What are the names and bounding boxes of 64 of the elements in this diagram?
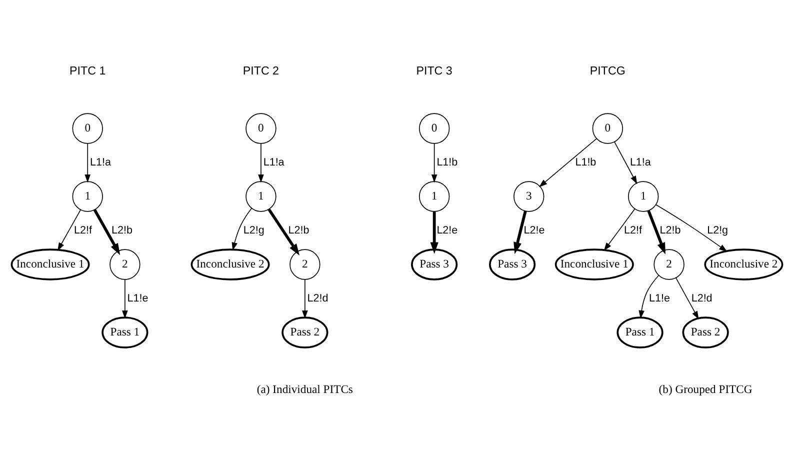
edge-label: L2!d xyxy=(307,292,328,304)
node-ellipse: Inconclusive 1 xyxy=(554,248,634,280)
arrow xyxy=(604,208,636,251)
arrow xyxy=(614,142,638,184)
label: PITC 2 xyxy=(242,64,280,78)
edge-label: L2!g xyxy=(707,224,728,236)
node-circle: 0 xyxy=(72,113,103,144)
node-circle: 0 xyxy=(592,113,624,144)
edge-label: L2!d xyxy=(691,292,712,304)
node-circle: 1 xyxy=(418,181,450,212)
edge-label: L1!e xyxy=(127,292,148,304)
edge-label: L2!g xyxy=(243,224,264,236)
arrow xyxy=(93,209,120,256)
edge-label: L1!a xyxy=(90,156,111,168)
label: PITCG xyxy=(590,64,626,78)
edge-label: L1!b xyxy=(436,156,458,168)
node-circle: 2 xyxy=(290,249,320,280)
arrow xyxy=(676,277,699,320)
label: (b) Grouped PITCG xyxy=(658,382,752,396)
node-ellipse: Inconclusive 2 xyxy=(704,248,784,280)
edge-label: L1!a xyxy=(263,156,284,168)
label: (a) Individual PITCs xyxy=(256,382,353,396)
edge-label: L1!a xyxy=(630,156,651,168)
edge-label: L2!e xyxy=(436,224,458,236)
node-ellipse: Pass 2 xyxy=(282,316,328,348)
arrow xyxy=(514,210,527,254)
node-ellipse: Pass 3 xyxy=(488,248,536,280)
arrow xyxy=(302,279,308,319)
edge-label: L1!e xyxy=(649,292,670,304)
arrow xyxy=(84,143,91,183)
arrow xyxy=(258,143,264,183)
node-ellipse: Pass 1 xyxy=(616,316,664,348)
edge-label: L2!f xyxy=(624,224,642,236)
node-circle: 0 xyxy=(246,113,276,144)
node-ellipse: Pass 1 xyxy=(102,316,148,348)
node-circle: 3 xyxy=(514,181,544,212)
edge-label: L2!b xyxy=(288,224,310,236)
node-circle: 2 xyxy=(654,249,684,280)
edge-label: L1!b xyxy=(575,156,596,168)
arrow xyxy=(268,208,300,256)
arrow xyxy=(431,143,438,183)
arrow xyxy=(638,274,660,319)
node-circle: 1 xyxy=(72,181,103,212)
edge-label: L2!f xyxy=(74,224,92,236)
node-ellipse: Inconclusive 1 xyxy=(10,248,90,280)
edge-label: L2!b xyxy=(112,224,133,236)
arrow xyxy=(430,212,438,254)
arrow xyxy=(57,209,82,251)
arrow xyxy=(538,138,597,188)
arrow xyxy=(122,279,128,319)
node-ellipse: Pass 2 xyxy=(682,316,729,348)
node-circle: 1 xyxy=(246,181,276,212)
arrow xyxy=(647,210,666,254)
node-circle: 2 xyxy=(110,249,140,280)
edge-label: L2!e xyxy=(524,224,545,236)
arrow xyxy=(656,204,728,252)
label: PITC 3 xyxy=(416,64,452,78)
arrow xyxy=(232,208,252,251)
node-ellipse: Inconclusive 2 xyxy=(190,248,270,280)
node-ellipse: Pass 3 xyxy=(411,248,458,280)
edge-label: L2!b xyxy=(660,224,681,236)
node-circle: 0 xyxy=(418,113,450,144)
node-circle: 1 xyxy=(628,181,659,212)
label: PITC 1 xyxy=(70,64,106,78)
